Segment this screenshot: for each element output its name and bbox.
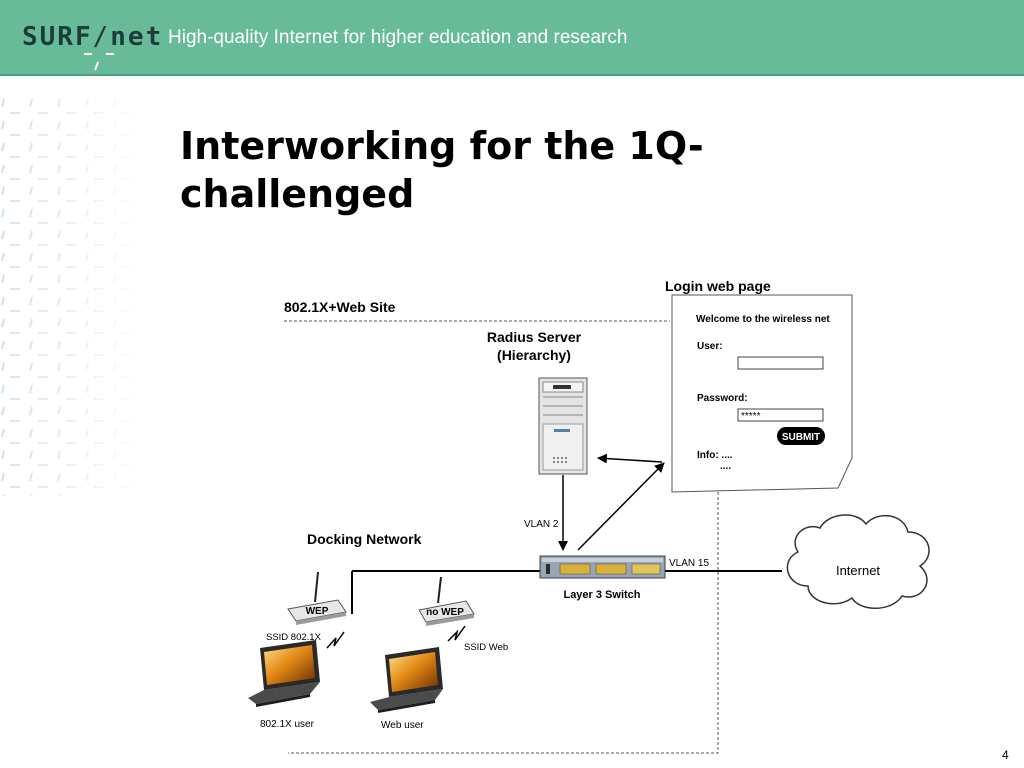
slide-title: Interworking for the 1Q- challenged: [180, 122, 780, 218]
surfnet-logo: SURF/net: [22, 22, 161, 78]
login-heading: Login web page: [665, 278, 771, 294]
login-info-more: ....: [720, 461, 731, 472]
wep-access-point-icon: [287, 571, 347, 625]
login-info-label: Info: ....: [697, 450, 733, 461]
web-site-boundary-lower: [288, 492, 719, 754]
wireless-signal-icon-2: [447, 625, 466, 642]
internet-cloud-icon: [786, 514, 930, 609]
no-wep-access-point-icon: [418, 576, 475, 626]
web-site-label: 802.1X+Web Site: [284, 299, 396, 315]
page-number: 4: [1002, 748, 1009, 762]
radius-label-line1: Radius Server: [487, 329, 582, 345]
wireless-signal-icon-1: [326, 631, 345, 649]
ssid1-label: SSID 802.1X: [266, 632, 322, 643]
decorative-dash-pattern: [0, 96, 150, 496]
header-bar: SURF/net High-quality Internet for highe…: [0, 0, 1024, 76]
login-welcome: Welcome to the wireless net: [696, 314, 830, 325]
login-password-input[interactable]: [737, 408, 824, 422]
network-diagram: 802.1X+Web Site Radius Server (Hierarchy…: [248, 278, 930, 754]
laptop-icon-web-user: [370, 647, 443, 713]
logo-text: SURF/net: [22, 22, 164, 52]
radius-server-icon: [538, 377, 588, 475]
login-password-label: Password:: [697, 393, 748, 404]
docking-network-label: Docking Network: [307, 531, 422, 547]
tagline: High-quality Internet for higher educati…: [168, 27, 628, 48]
ssid2-label: SSID Web: [464, 642, 508, 653]
vlan2-label: VLAN 2: [524, 519, 559, 530]
slide-title-line2: challenged: [180, 172, 415, 216]
login-user-label: User:: [697, 341, 723, 352]
switch-label: Layer 3 Switch: [563, 589, 640, 601]
layer3-switch-icon: [539, 555, 666, 579]
laptop1-label: 802.1X user: [260, 719, 315, 730]
arrow-switch-to-login: [577, 462, 665, 551]
login-password-value: *****: [741, 411, 761, 422]
ap1-label: WEP: [306, 606, 329, 617]
arrow-login-to-server: [597, 453, 663, 464]
internet-label: Internet: [836, 563, 880, 578]
radius-label-line2: (Hierarchy): [497, 347, 571, 363]
logo-mark: [84, 53, 114, 71]
slide-title-line1: Interworking for the 1Q-: [180, 124, 704, 168]
laptop-icon-802-1x-user: [248, 640, 320, 707]
login-submit-label: SUBMIT: [782, 432, 820, 443]
login-user-input[interactable]: [737, 356, 824, 370]
vlan15-label: VLAN 15: [669, 558, 709, 569]
login-submit-button[interactable]: [777, 427, 825, 445]
laptop2-label: Web user: [381, 720, 424, 731]
ap2-label: no WEP: [426, 607, 464, 618]
